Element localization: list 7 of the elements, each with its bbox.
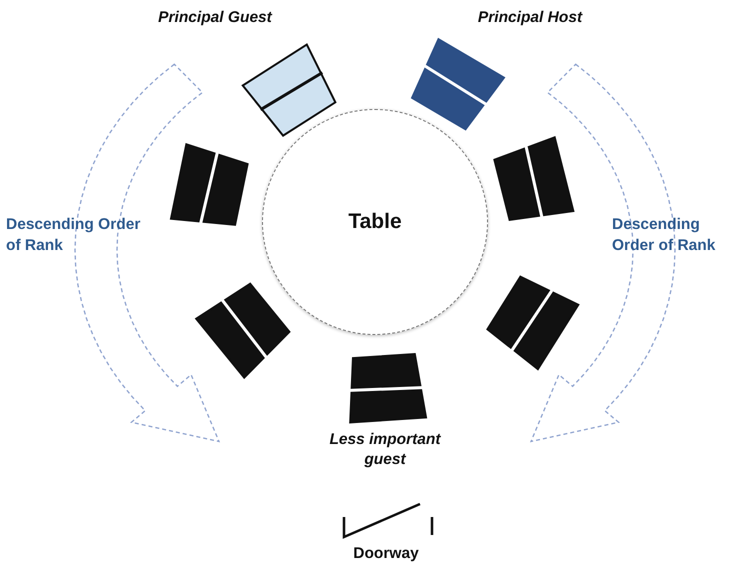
rank-label: Descending Order of Rank [612,215,716,256]
doorway-label: Doorway [352,545,420,563]
seat-label: Principal Host [476,8,584,28]
table-label: Table [348,210,402,234]
seat-label: Principal Guest [157,8,274,28]
seat-label: Less important guest [328,430,442,470]
rank-label: Descending Order of Rank [6,215,142,256]
